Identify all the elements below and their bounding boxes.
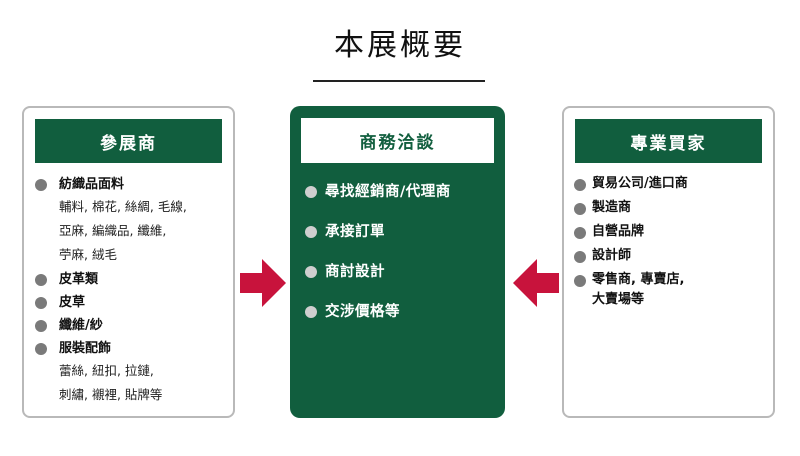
circle-bullet-icon bbox=[574, 179, 586, 191]
exhibitor-item-label: 紡織品面料 bbox=[59, 177, 125, 192]
business-heading: 商務洽談 bbox=[301, 118, 494, 163]
circle-bullet-icon bbox=[305, 266, 317, 278]
exhibitor-item-label: 纖維/紗 bbox=[59, 318, 103, 333]
list-item: 設計師 bbox=[574, 246, 769, 266]
buyer-item-label: 大賣場等 bbox=[592, 292, 645, 307]
circle-bullet-icon bbox=[305, 186, 317, 198]
exhibitor-item-detail: 輔料, 棉花, 絲綢, 毛線, bbox=[59, 199, 187, 214]
exhibitors-heading: 參展商 bbox=[35, 119, 222, 163]
list-item: 承接訂單 bbox=[305, 220, 500, 260]
buyers-panel: 專業買家 貿易公司/進口商 製造商 自營品牌 設計師 零售商, 專賣店, 大賣場… bbox=[562, 106, 775, 418]
list-item: 紡織品面料 輔料, 棉花, 絲綢, 毛線, 亞麻, 編織品, 纖維, 苧麻, 絨… bbox=[35, 175, 230, 267]
buyers-heading: 專業買家 bbox=[575, 119, 762, 163]
circle-bullet-icon bbox=[35, 297, 47, 309]
list-item: 尋找經銷商/代理商 bbox=[305, 180, 500, 220]
business-item-label: 商討設計 bbox=[325, 264, 385, 280]
exhibitors-list: 紡織品面料 輔料, 棉花, 絲綢, 毛線, 亞麻, 編織品, 纖維, 苧麻, 絨… bbox=[35, 175, 230, 410]
list-item: 零售商, 專賣店, 大賣場等 bbox=[574, 270, 769, 310]
exhibitors-panel: 參展商 紡織品面料 輔料, 棉花, 絲綢, 毛線, 亞麻, 編織品, 纖維, 苧… bbox=[22, 106, 235, 418]
list-item: 製造商 bbox=[574, 198, 769, 218]
circle-bullet-icon bbox=[35, 179, 47, 191]
exhibitor-item-detail: 刺繡, 襯裡, 貼牌等 bbox=[59, 387, 163, 402]
circle-bullet-icon bbox=[305, 306, 317, 318]
buyer-item-label: 貿易公司/進口商 bbox=[592, 176, 688, 191]
list-item: 服裝配飾 蕾絲, 紐扣, 拉鏈, 刺繡, 襯裡, 貼牌等 bbox=[35, 339, 230, 407]
exhibitor-item-label: 皮革類 bbox=[59, 272, 99, 287]
list-item: 皮草 bbox=[35, 293, 230, 313]
buyer-item-label: 設計師 bbox=[592, 248, 632, 263]
arrow-right-icon bbox=[240, 259, 286, 307]
title-underline bbox=[313, 80, 485, 82]
business-item-label: 交涉價格等 bbox=[325, 304, 400, 320]
buyer-item-label: 製造商 bbox=[592, 200, 632, 215]
circle-bullet-icon bbox=[35, 320, 47, 332]
circle-bullet-icon bbox=[35, 343, 47, 355]
list-item: 自營品牌 bbox=[574, 222, 769, 242]
circle-bullet-icon bbox=[35, 274, 47, 286]
business-list: 尋找經銷商/代理商 承接訂單 商討設計 交涉價格等 bbox=[305, 180, 500, 340]
list-item: 商討設計 bbox=[305, 260, 500, 300]
circle-bullet-icon bbox=[574, 227, 586, 239]
business-panel: 商務洽談 尋找經銷商/代理商 承接訂單 商討設計 交涉價格等 bbox=[290, 106, 505, 418]
page-title: 本展概要 bbox=[334, 28, 466, 63]
exhibitor-item-detail: 苧麻, 絨毛 bbox=[59, 247, 117, 262]
buyer-item-label: 自營品牌 bbox=[592, 224, 645, 239]
buyer-item-label: 零售商, 專賣店, bbox=[592, 272, 685, 287]
list-item: 皮革類 bbox=[35, 270, 230, 290]
exhibitor-item-label: 服裝配飾 bbox=[59, 341, 112, 356]
buyers-list: 貿易公司/進口商 製造商 自營品牌 設計師 零售商, 專賣店, 大賣場等 bbox=[574, 174, 769, 314]
business-item-label: 承接訂單 bbox=[325, 224, 385, 240]
circle-bullet-icon bbox=[305, 226, 317, 238]
circle-bullet-icon bbox=[574, 203, 586, 215]
circle-bullet-icon bbox=[574, 251, 586, 263]
exhibitor-item-detail: 亞麻, 編織品, 纖維, bbox=[59, 223, 167, 238]
business-item-label: 尋找經銷商/代理商 bbox=[325, 184, 451, 200]
exhibitor-item-detail: 蕾絲, 紐扣, 拉鏈, bbox=[59, 363, 154, 378]
list-item: 纖維/紗 bbox=[35, 316, 230, 336]
list-item: 交涉價格等 bbox=[305, 300, 500, 340]
circle-bullet-icon bbox=[574, 275, 586, 287]
list-item: 貿易公司/進口商 bbox=[574, 174, 769, 194]
arrow-left-icon bbox=[513, 259, 559, 307]
exhibitor-item-label: 皮草 bbox=[59, 295, 86, 310]
